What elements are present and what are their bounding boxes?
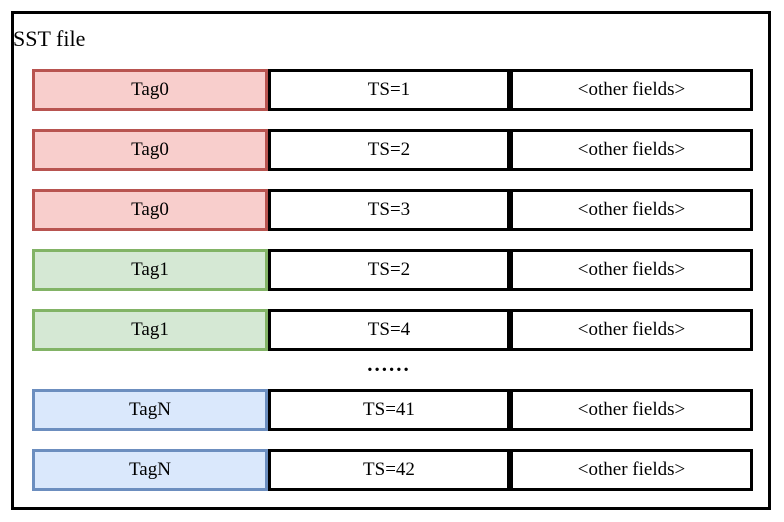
timestamp-cell: TS=41	[268, 389, 510, 431]
other-fields-cell: <other fields>	[510, 309, 753, 351]
timestamp-cell: TS=2	[268, 129, 510, 171]
tag-cell: Tag1	[32, 249, 268, 291]
rows-ellipsis: ......	[367, 351, 411, 376]
timestamp-cell: TS=4	[268, 309, 510, 351]
other-fields-cell: <other fields>	[510, 69, 753, 111]
sst-file-title: SST file	[13, 26, 86, 51]
record-row: Tag1 TS=4 <other fields>	[32, 309, 753, 351]
record-row: Tag1 TS=2 <other fields>	[32, 249, 753, 291]
tag-cell: Tag1	[32, 309, 268, 351]
tag-cell: Tag0	[32, 189, 268, 231]
tag-cell: TagN	[32, 389, 268, 431]
timestamp-cell: TS=1	[268, 69, 510, 111]
timestamp-cell: TS=42	[268, 449, 510, 491]
other-fields-cell: <other fields>	[510, 249, 753, 291]
tag-cell: TagN	[32, 449, 268, 491]
timestamp-cell: TS=3	[268, 189, 510, 231]
other-fields-cell: <other fields>	[510, 389, 753, 431]
tag-cell: Tag0	[32, 69, 268, 111]
record-row: TagN TS=41 <other fields>	[32, 389, 753, 431]
tag-cell: Tag0	[32, 129, 268, 171]
record-row: Tag0 TS=2 <other fields>	[32, 129, 753, 171]
record-row: TagN TS=42 <other fields>	[32, 449, 753, 491]
other-fields-cell: <other fields>	[510, 449, 753, 491]
other-fields-cell: <other fields>	[510, 189, 753, 231]
record-row: Tag0 TS=3 <other fields>	[32, 189, 753, 231]
other-fields-cell: <other fields>	[510, 129, 753, 171]
timestamp-cell: TS=2	[268, 249, 510, 291]
record-row: Tag0 TS=1 <other fields>	[32, 69, 753, 111]
